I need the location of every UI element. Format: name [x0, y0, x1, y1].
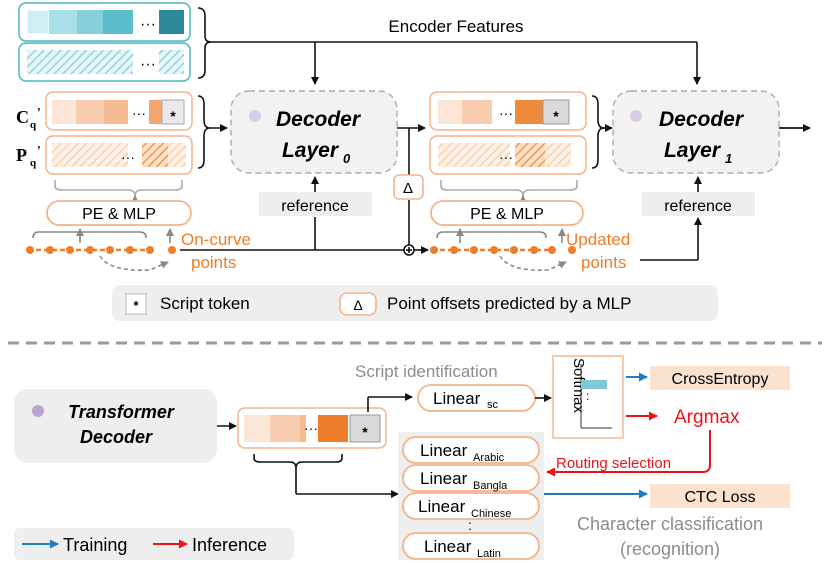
svg-text:*: *	[362, 424, 368, 440]
svg-text:C: C	[16, 107, 29, 127]
crossentropy-box	[650, 366, 790, 390]
updated-points-label: Updated	[566, 230, 630, 249]
layer-dot-icon	[630, 110, 642, 122]
position-query-stack-1: ···	[429, 135, 587, 175]
svg-text:*: *	[170, 108, 176, 124]
more-heads-ellipsis: :	[468, 517, 472, 533]
content-query-stack-0: ··· *	[45, 91, 193, 131]
encoder-feature-stack-hatched: ···	[18, 42, 191, 82]
linear-sc-label: Linear	[433, 389, 481, 408]
softmax-bar	[581, 380, 607, 389]
svg-text:P: P	[16, 145, 27, 165]
svg-text:Δ: Δ	[403, 180, 413, 197]
svg-text:Arabic: Arabic	[473, 452, 505, 464]
svg-text:Bangla: Bangla	[473, 480, 508, 492]
legend-offsets: Point offsets predicted by a MLP	[387, 294, 631, 313]
ellipsis: ···	[140, 16, 156, 33]
decoder-layer-0	[230, 90, 398, 174]
svg-text::: :	[586, 389, 589, 403]
svg-text:q: q	[30, 119, 37, 131]
crossentropy-label: CrossEntropy	[672, 371, 769, 388]
reference-box-1	[642, 192, 755, 216]
updated-points-label-line2: points	[581, 253, 626, 272]
svg-text:Latin: Latin	[477, 548, 501, 560]
svg-text:···: ···	[132, 105, 146, 121]
cq-label: C q '	[16, 106, 41, 131]
transformer-title: Transformer	[68, 402, 175, 422]
pe-mlp-label-1: PE & MLP	[470, 206, 544, 223]
argmax-label: Argmax	[674, 407, 740, 428]
on-curve-label-line2: points	[191, 253, 236, 272]
softmax-box	[552, 355, 624, 439]
position-query-stack-0: ···	[45, 135, 193, 175]
ctc-loss-box	[650, 484, 790, 508]
script-token-icon	[125, 293, 147, 315]
svg-text:···: ···	[121, 149, 135, 165]
layer-dot-icon	[249, 110, 261, 122]
offset-icon	[339, 292, 377, 316]
reference-label-0: reference	[281, 198, 349, 215]
pe-mlp-label: PE & MLP	[82, 206, 156, 223]
char-classification-sublabel: (recognition)	[620, 539, 720, 559]
pe-mlp-box	[46, 200, 192, 226]
svg-text:': '	[37, 144, 41, 159]
pe-mlp-box-1	[430, 200, 584, 226]
softmax-label: Softmax	[570, 358, 587, 414]
svg-text:Linear: Linear	[420, 441, 468, 460]
output-query-stack: ··· *	[237, 407, 387, 449]
svg-text:0: 0	[343, 151, 351, 166]
reference-box-0	[259, 192, 372, 216]
decoder-layer-1-title: Decoder	[659, 108, 745, 131]
encoder-feature-stack-solid: ···	[18, 2, 191, 42]
linear-head-chinese: Linear Chinese	[402, 492, 540, 520]
ellipsis: ···	[140, 56, 156, 73]
char-classification-label: Character classification	[577, 514, 763, 534]
svg-text:Linear: Linear	[424, 537, 472, 556]
brace	[591, 95, 605, 169]
svg-text:q: q	[30, 157, 37, 169]
svg-text:···: ···	[304, 420, 318, 436]
on-curve-label: On-curve	[181, 230, 251, 249]
svg-text:···: ···	[499, 149, 513, 165]
svg-text:*: *	[133, 298, 139, 313]
brace	[197, 7, 212, 79]
reference-label-1: reference	[664, 198, 732, 215]
decoder-layer-0-title: Decoder	[276, 108, 362, 131]
transformer-subtitle: Decoder	[80, 427, 153, 447]
legend-inference: Inference	[192, 535, 267, 555]
transformer-decoder-box	[14, 389, 217, 463]
linear-head-arabic: Linear Arabic	[402, 436, 540, 464]
encoder-features-label: Encoder Features	[388, 17, 523, 36]
layer-dot-icon	[32, 405, 44, 417]
script-identification-label: Script identification	[355, 362, 498, 381]
point-offset-delta-box	[393, 174, 424, 200]
svg-text:sc: sc	[487, 399, 499, 411]
linear-head-bangla: Linear Bangla	[402, 464, 540, 492]
ctc-loss-label: CTC Loss	[684, 489, 755, 506]
svg-text:': '	[37, 106, 41, 121]
svg-text:Δ: Δ	[353, 297, 362, 313]
svg-text:Chinese: Chinese	[471, 508, 511, 520]
updated-points	[430, 231, 576, 272]
svg-text:*: *	[553, 108, 559, 124]
svg-text:Linear: Linear	[420, 469, 468, 488]
svg-text:···: ···	[499, 105, 513, 121]
brace	[197, 95, 211, 169]
decoder-layer-1-subtitle: Layer	[664, 139, 722, 162]
routing-selection-label: Routing selection	[556, 455, 671, 472]
svg-text:1: 1	[725, 151, 732, 166]
legend-training: Training	[63, 535, 127, 555]
decoder-layer-1	[612, 90, 780, 174]
svg-text:Linear: Linear	[418, 497, 466, 516]
decoder-layer-0-subtitle: Layer	[282, 139, 340, 162]
legend-script-token: Script token	[160, 294, 250, 313]
pq-label: P q '	[16, 144, 41, 169]
linear-head-latin: Linear Latin	[402, 532, 540, 560]
content-query-stack-1: ··· *	[429, 91, 587, 131]
legend-top	[112, 285, 718, 321]
on-curve-points	[26, 231, 176, 272]
